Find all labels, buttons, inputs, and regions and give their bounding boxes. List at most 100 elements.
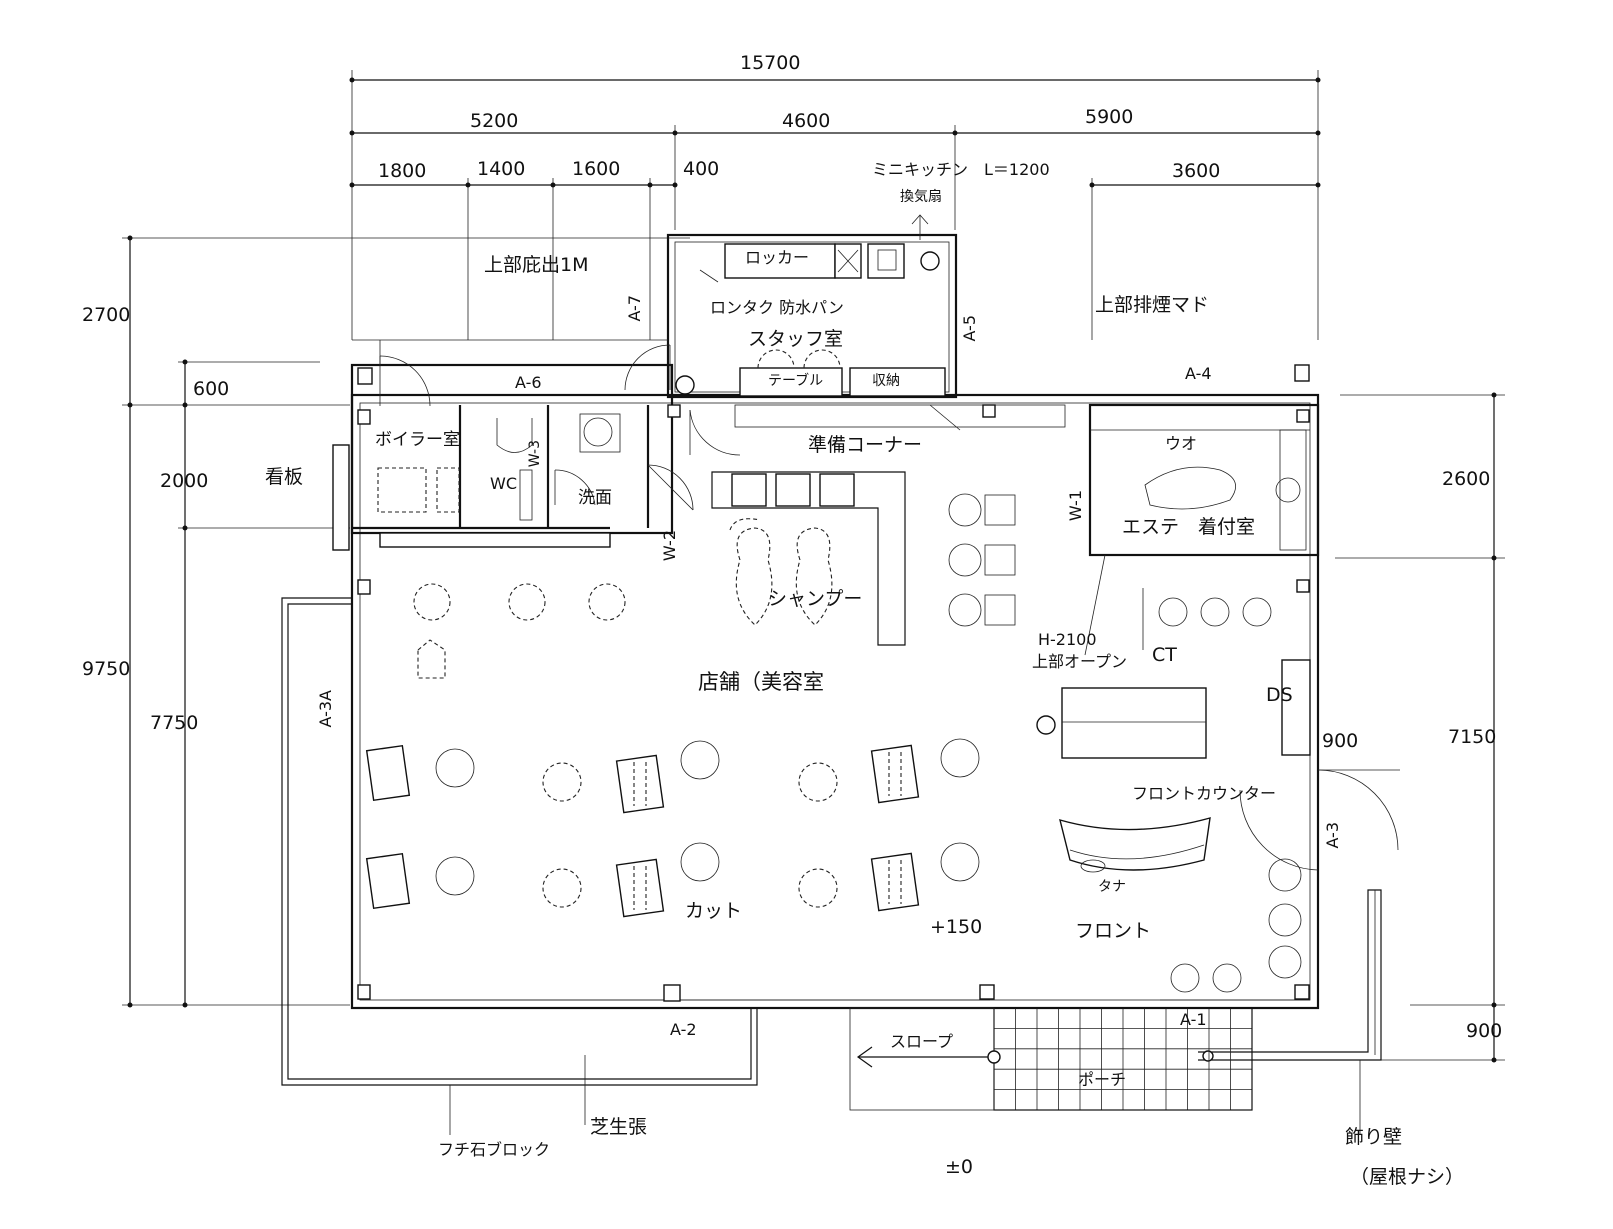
room-staff-label: スタッフ室 <box>748 328 844 350</box>
room-shampoo-label: シャンプー <box>768 588 863 610</box>
opening-w2: W-2 <box>660 530 679 562</box>
chair <box>588 583 626 621</box>
left-dimension-lines <box>122 235 690 1008</box>
note-ds: DS <box>1266 684 1293 706</box>
opening-a6: A-6 <box>515 373 542 392</box>
dim-top-segment-3: 5900 <box>1085 106 1134 128</box>
garden-border <box>281 597 758 1086</box>
note-porch: ポーチ <box>1078 1070 1127 1089</box>
shampoo-units <box>711 471 906 646</box>
cut-chair <box>542 762 582 802</box>
dim-right-1: 2600 <box>1442 468 1491 490</box>
note-table: テーブル <box>768 373 824 389</box>
note-wo: ウオ <box>1165 434 1198 453</box>
room-prep-label: 準備コーナー <box>808 434 923 456</box>
top-dimension-lines <box>349 70 1321 340</box>
room-esthe-label: エステ 着付室 <box>1122 516 1256 538</box>
note-upper-open: 上部オープン <box>1032 652 1128 671</box>
cut-chair <box>940 738 980 778</box>
door-swings <box>379 344 1400 871</box>
decorative-wall <box>1198 889 1382 1062</box>
dim-top-sub-1: 1800 <box>378 160 427 182</box>
dim-door-900: 900 <box>1322 730 1359 752</box>
dim-top-segment-2: 4600 <box>782 110 831 132</box>
room-cut-label: カット <box>685 900 743 922</box>
waiting-chairs <box>948 493 1272 650</box>
dim-top-segment-1: 5200 <box>470 110 519 132</box>
cut-chair <box>680 842 720 882</box>
opening-w3: W-3 <box>527 440 543 468</box>
opening-w1: W-1 <box>1066 490 1085 522</box>
note-curb: フチ石ブロック <box>438 1140 551 1159</box>
note-tana: タナ <box>1098 879 1126 895</box>
cut-station-mirror <box>615 858 665 918</box>
opening-a5: A-5 <box>960 315 979 342</box>
room-washroom-label: 洗面 <box>578 488 612 508</box>
opening-a3: A-3 <box>1323 822 1342 849</box>
dim-right-3: 900 <box>1466 1020 1503 1042</box>
building-walls <box>350 233 1320 1010</box>
slope <box>849 1007 1001 1111</box>
note-upper-window: 上部排煙マド <box>1095 294 1210 316</box>
chair <box>413 583 451 621</box>
note-ct: CT <box>1152 644 1177 666</box>
opening-a7: A-7 <box>625 295 644 322</box>
dim-top-sub-3: 1600 <box>572 158 621 180</box>
columns <box>357 364 1310 1002</box>
boiler-room-fixtures <box>377 467 611 548</box>
cut-station-mirror <box>615 754 665 814</box>
note-waterproof-pan: ロンタク 防水パン <box>710 298 844 317</box>
staff-room-fixtures <box>699 214 946 397</box>
front-area <box>675 375 1311 993</box>
dim-left-2: 600 <box>193 378 230 400</box>
note-upper-overhang: 上部庇出1M <box>484 254 589 276</box>
note-storage: 収納 <box>872 373 900 389</box>
room-store-label: 店舗（美容室 <box>698 670 824 694</box>
note-slope: スロープ <box>890 1032 954 1051</box>
opening-a1: A-1 <box>1180 1010 1207 1029</box>
cut-station-mirror <box>365 744 411 802</box>
note-exhaust: 換気扇 <box>900 189 942 205</box>
cut-chair <box>435 748 475 788</box>
dim-left-5: 7750 <box>150 712 199 734</box>
note-no-roof: （屋根ナシ） <box>1350 1166 1465 1188</box>
dim-left-4: 9750 <box>82 658 131 680</box>
cut-stations <box>365 583 980 918</box>
chair <box>508 583 546 621</box>
opening-a3a: A-3A <box>316 690 335 728</box>
cut-chair <box>798 762 838 802</box>
note-deco-wall: 飾り壁 <box>1345 1126 1403 1148</box>
cut-chair <box>940 842 980 882</box>
wc-fixtures <box>496 413 621 521</box>
dim-top-sub-4: 400 <box>683 158 720 180</box>
cut-station-mirror <box>870 744 920 804</box>
cut-station-mirror <box>870 852 920 912</box>
cut-chair <box>542 868 582 908</box>
note-locker: ロッカー <box>745 248 810 267</box>
room-front-counter-label: フロントカウンター <box>1132 784 1277 803</box>
dim-top-sub-2: 1400 <box>477 158 526 180</box>
porch-tiles <box>993 1007 1253 1110</box>
cut-station-mirror <box>365 852 411 910</box>
note-signboard: 看板 <box>265 466 304 488</box>
room-boiler-label: ボイラー室 <box>375 430 460 450</box>
opening-a2: A-2 <box>670 1020 697 1039</box>
note-wc: WC <box>490 474 517 493</box>
note-level-zero: ±0 <box>945 1156 974 1178</box>
dim-left-3: 2000 <box>160 470 209 492</box>
note-h2100: H-2100 <box>1038 630 1097 649</box>
note-level-plus: +150 <box>930 916 983 938</box>
esthe-fixtures <box>1144 429 1307 551</box>
signboard <box>332 444 350 551</box>
note-mini-kitchen: ミニキッチン L＝1200 <box>872 160 1050 179</box>
dim-right-2: 7150 <box>1448 726 1497 748</box>
cut-chair <box>680 740 720 780</box>
note-lawn: 芝生張 <box>590 1116 648 1138</box>
dim-left-1: 2700 <box>82 304 131 326</box>
cut-chair <box>798 868 838 908</box>
chair <box>417 639 446 679</box>
opening-a4: A-4 <box>1185 364 1212 383</box>
cut-chair <box>435 856 475 896</box>
leader-lines <box>449 404 1361 1135</box>
